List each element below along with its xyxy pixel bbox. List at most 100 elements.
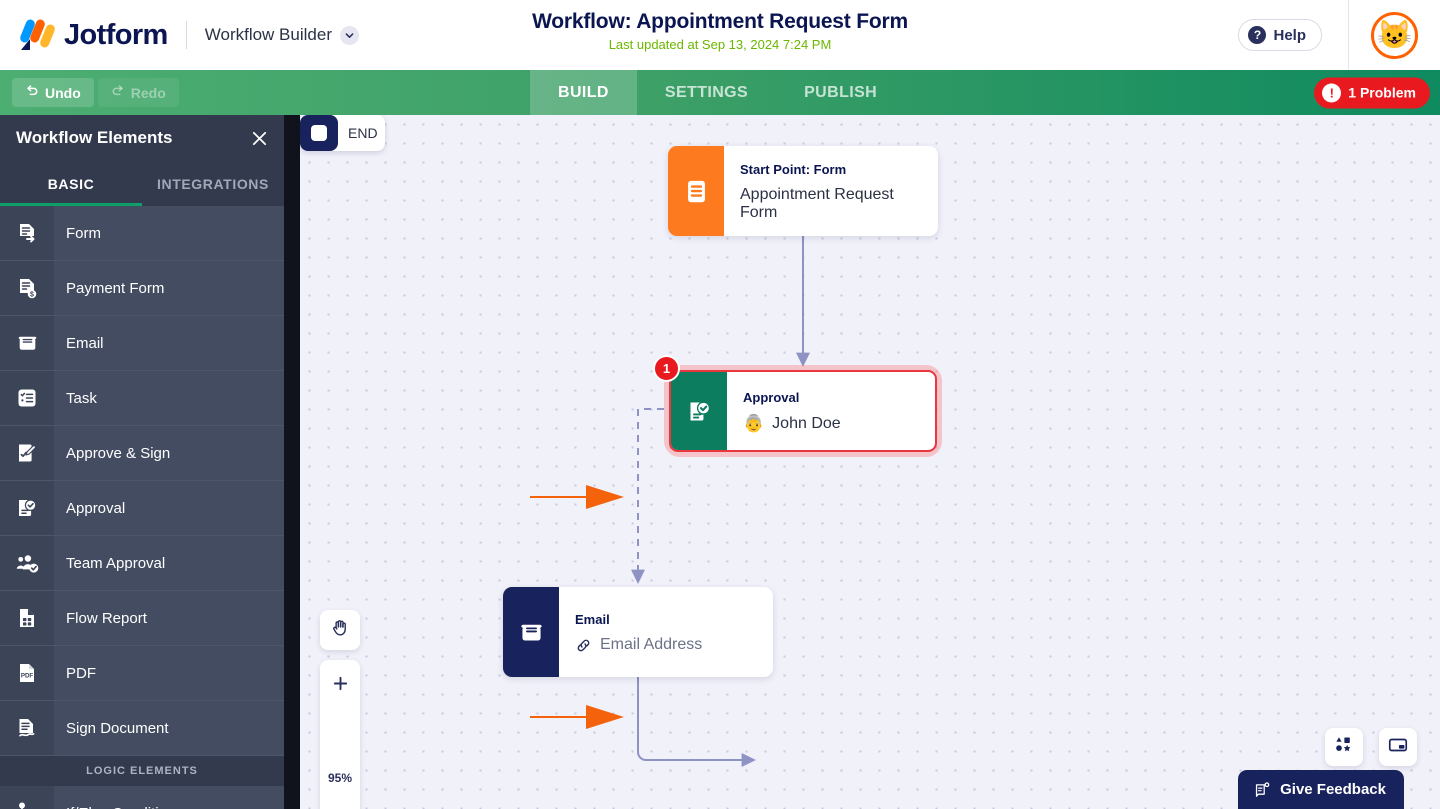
node-approval[interactable]: Approval 👵 John Doe [669, 370, 937, 452]
jotform-logo-icon [18, 18, 57, 52]
sidebar-item-label: Task [66, 389, 97, 407]
annotation-arrow-upper [530, 485, 624, 509]
node-text-block: Start Point: Form Appointment Request Fo… [724, 146, 938, 236]
panel-header: Workflow Elements [0, 115, 284, 161]
tab-publish[interactable]: PUBLISH [804, 83, 878, 101]
tab-settings[interactable]: SETTINGS [664, 83, 749, 101]
sidebar-item-label: Form [66, 224, 101, 242]
give-feedback-button[interactable]: Give Feedback [1238, 770, 1404, 809]
link-icon [575, 637, 592, 654]
status-badge[interactable]: ! 1 Problem [1314, 77, 1430, 108]
history-controls: Undo Redo [0, 78, 530, 107]
redo-button[interactable]: Redo [97, 78, 179, 107]
sidebar-item-pdf[interactable]: PDF PDF [0, 646, 284, 701]
canvas-view-controls [1325, 728, 1417, 766]
brand-area: Jotform Workflow Builder [0, 18, 359, 52]
sidebar-item-label: Approval [66, 499, 126, 517]
undo-arrow-icon [25, 84, 39, 101]
panel-canvas-gutter [284, 115, 300, 809]
give-feedback-label: Give Feedback [1280, 781, 1386, 798]
node-main-row: Email Address [575, 636, 702, 654]
node-end[interactable]: END [300, 115, 385, 151]
app-switcher-label: Workflow Builder [204, 25, 332, 44]
email-icon [503, 587, 559, 677]
shapes-button[interactable] [1325, 728, 1363, 766]
approval-icon [671, 372, 727, 450]
sidebar-item-team-approval[interactable]: Team Approval [0, 536, 284, 591]
form-icon [0, 206, 54, 260]
sidebar-item-flow-report[interactable]: Flow Report [0, 591, 284, 646]
approve-sign-icon [0, 426, 54, 480]
tab-integrations[interactable]: INTEGRATIONS [157, 175, 269, 192]
sidebar-item-label: Approve & Sign [66, 444, 171, 462]
svg-text:PDF: PDF [21, 673, 34, 680]
status-badge[interactable]: 1 [653, 355, 680, 382]
sidebar-item-approve-sign[interactable]: Approve & Sign [0, 426, 284, 481]
app-switcher[interactable]: Workflow Builder [205, 25, 359, 45]
sidebar-item-approval[interactable]: Approval [0, 481, 284, 536]
sidebar-item-label: Sign Document [66, 719, 169, 737]
node-kind-label: Email [575, 612, 610, 627]
payment-form-icon: $ [0, 261, 54, 315]
minimap-button[interactable] [1379, 728, 1417, 766]
header-divider [1348, 0, 1349, 70]
exclamation-circle-icon: ! [1322, 83, 1342, 102]
stop-square-icon [300, 115, 338, 151]
sidebar-item-label: Flow Report [66, 609, 147, 627]
pan-tool-button[interactable] [320, 610, 360, 650]
help-button[interactable]: ? Help [1238, 19, 1322, 51]
form-icon [668, 146, 724, 236]
email-icon [0, 316, 54, 370]
approval-icon [0, 481, 54, 535]
flow-report-icon [0, 591, 54, 645]
logic-elements-section-label: LOGIC ELEMENTS [0, 756, 284, 786]
redo-label: Redo [130, 84, 166, 101]
undo-button[interactable]: Undo [12, 78, 94, 107]
zoom-in-button[interactable] [320, 660, 360, 706]
sidebar-item-task[interactable]: Task [0, 371, 284, 426]
node-approval-error-halo: 1 Approval 👵 John Doe [653, 355, 942, 457]
question-circle-icon: ? [1248, 26, 1267, 44]
node-text-block: Email Email Address [559, 587, 720, 677]
svg-text:$: $ [30, 292, 34, 299]
node-end-label: END [348, 125, 378, 141]
sidebar-item-sign-document[interactable]: Sign Document [0, 701, 284, 756]
assignee-avatar: 👵 [743, 414, 765, 433]
problem-count-label: 1 Problem [1348, 84, 1416, 101]
panel-title: Workflow Elements [16, 128, 173, 147]
node-kind-label: Start Point: Form [740, 162, 847, 177]
sign-document-icon [0, 701, 54, 755]
avatar-glyph: 😺 [1377, 19, 1412, 50]
sidebar-item-label: PDF [66, 664, 96, 682]
element-list: Form $ Payment Form Email Task [0, 206, 284, 809]
workflow-elements-panel: Workflow Elements BASIC INTEGRATIONS For… [0, 115, 284, 809]
node-kind-label: Approval [743, 390, 800, 405]
shapes-icon [1334, 735, 1354, 760]
undo-label: Undo [45, 84, 81, 101]
avatar[interactable]: 😺 [1371, 11, 1418, 59]
builder-tabs: BUILD SETTINGS PUBLISH [530, 70, 905, 115]
close-icon[interactable] [251, 130, 268, 147]
node-text-block: Approval 👵 John Doe [727, 372, 859, 450]
workflow-canvas[interactable]: Start Point: Form Appointment Request Fo… [300, 115, 1440, 809]
brand-name: Jotform [64, 18, 168, 51]
zoom-level-label: 95% [327, 770, 353, 785]
sidebar-item-email[interactable]: Email [0, 316, 284, 371]
zoom-controls: 95% [320, 660, 360, 809]
node-main-row: 👵 John Doe [743, 414, 841, 434]
node-start-point-form[interactable]: Start Point: Form Appointment Request Fo… [668, 146, 938, 236]
sidebar-item-payment-form[interactable]: $ Payment Form [0, 261, 284, 316]
node-main-label: Appointment Request Form [740, 186, 894, 221]
build-toolbar: Undo Redo BUILD SETTINGS PUBLISH ! 1 Pro… [0, 70, 1440, 115]
sidebar-item-form[interactable]: Form [0, 206, 284, 261]
task-list-icon [0, 371, 54, 425]
node-email[interactable]: Email Email Address [503, 587, 773, 677]
sidebar-item-label: Payment Form [66, 279, 165, 297]
hand-pan-icon [330, 617, 351, 643]
tab-basic[interactable]: BASIC [0, 161, 142, 206]
team-approval-icon [0, 536, 54, 590]
sidebar-item-if-else-condition[interactable]: If/Else Condition [0, 786, 284, 809]
tab-build[interactable]: BUILD [530, 70, 637, 115]
sidebar-item-label: Email [66, 334, 104, 352]
help-button-label: Help [1273, 26, 1306, 44]
